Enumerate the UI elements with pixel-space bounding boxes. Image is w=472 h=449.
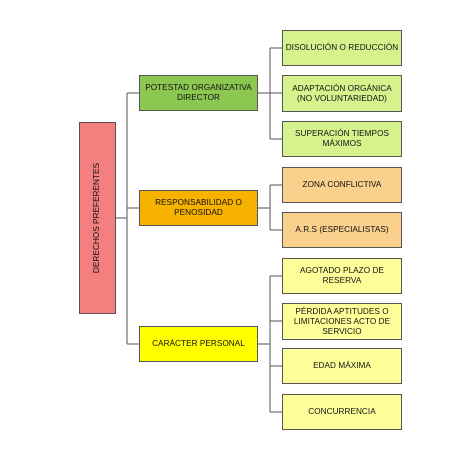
leaf-node-perdida-aptitudes: PÉRDIDA APTITUDES O LIMITACIONES ACTO DE… [282,303,402,340]
category-label: POTESTAD ORGANIZATIVA DIRECTOR [145,83,252,102]
leaf-node-ars: A.R.S (ESPECIALISTAS) [282,212,402,248]
leaf-label: CONCURRENCIA [308,407,376,416]
leaf-node-agotado-plazo: AGOTADO PLAZO DE RESERVA [282,258,402,294]
root-node-label: DERECHOS PREFERENTES [92,162,102,274]
category-node-caracter-personal: CARÁCTER PERSONAL [139,326,258,362]
leaf-label: PÉRDIDA APTITUDES O LIMITACIONES ACTO DE… [293,306,391,336]
leaf-node-concurrencia: CONCURRENCIA [282,394,402,430]
leaf-node-zona-conflictiva: ZONA CONFLICTIVA [282,167,402,203]
category-node-responsabilidad: RESPONSABILIDAD O PENOSIDAD [139,190,258,226]
root-node: DERECHOS PREFERENTES [79,122,116,314]
category-label: CARÁCTER PERSONAL [152,339,245,348]
leaf-label: ADAPTACIÓN ORGÁNICA (NO VOLUNTARIEDAD) [292,83,392,103]
leaf-node-edad-maxima: EDAD MÁXIMA [282,348,402,384]
leaf-label: DISOLUCIÓN O REDUCCIÓN [285,43,399,52]
leaf-label: A.R.S (ESPECIALISTAS) [295,225,389,234]
leaf-label: EDAD MÁXIMA [313,361,371,370]
category-node-potestad: POTESTAD ORGANIZATIVA DIRECTOR [139,75,258,111]
leaf-label: ZONA CONFLICTIVA [302,180,382,189]
leaf-node-disolucion: DISOLUCIÓN O REDUCCIÓN [282,30,402,66]
leaf-node-superacion: SUPERACIÓN TIEMPOS MÁXIMOS [282,121,402,157]
category-label: RESPONSABILIDAD O PENOSIDAD [155,198,242,217]
leaf-node-adaptacion: ADAPTACIÓN ORGÁNICA (NO VOLUNTARIEDAD) [282,75,402,112]
leaf-label: SUPERACIÓN TIEMPOS MÁXIMOS [294,129,389,148]
leaf-label: AGOTADO PLAZO DE RESERVA [300,266,384,285]
